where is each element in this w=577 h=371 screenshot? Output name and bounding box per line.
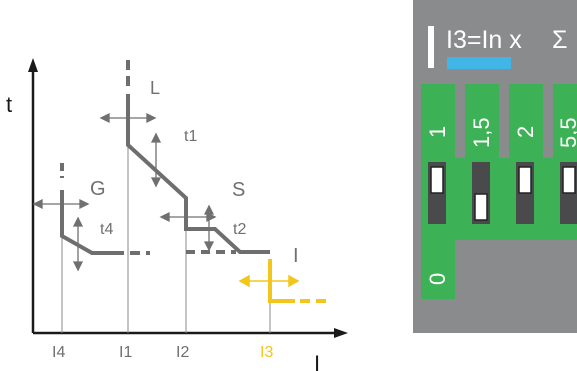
panel-sigma: Σ (552, 26, 567, 54)
y-axis-label: t (6, 92, 12, 117)
panel-title: I3=In x (446, 26, 522, 54)
zone-label-L: L (150, 78, 160, 98)
y-axis-arrow (28, 58, 38, 72)
g-curve (60, 163, 150, 255)
option-label-1-5: 1,5 (469, 117, 494, 148)
adjust-arrows (32, 112, 217, 272)
dip-switch-1-5[interactable] (472, 162, 490, 224)
tick-label-I4: I4 (52, 344, 65, 361)
time-label-t2: t2 (233, 221, 246, 238)
dip-switch-2[interactable] (516, 162, 534, 224)
option-columns (421, 84, 577, 299)
tick-label-I1: I1 (119, 344, 132, 361)
i-adjust-arrow (238, 274, 300, 288)
dip-switch-panel: I3=In x Σ 1 1,5 2 5,5 0 (413, 0, 577, 333)
ls-curve (126, 60, 270, 254)
tick-label-I3: I3 (260, 344, 273, 361)
zero-label: 0 (425, 273, 450, 285)
option-label-1: 1 (425, 126, 450, 138)
zone-label-S: S (232, 179, 245, 201)
x-axis-arrow (334, 328, 348, 338)
panel-title-bar-marker (428, 26, 434, 68)
i-curve (268, 259, 330, 303)
time-current-diagram: t I (6, 58, 348, 371)
selection-indicator (447, 57, 511, 69)
x-axis-label: I (314, 351, 320, 371)
zone-label-I: I (293, 245, 299, 267)
time-label-t4: t4 (100, 221, 113, 238)
option-label-2: 2 (513, 126, 538, 138)
option-label-5-5: 5,5 (556, 117, 577, 148)
dip-switch-1[interactable] (428, 162, 446, 224)
time-label-t1: t1 (184, 128, 197, 145)
dip-switch-5-5[interactable] (560, 162, 577, 224)
zone-label-G: G (90, 178, 106, 200)
tick-label-I2: I2 (176, 344, 189, 361)
